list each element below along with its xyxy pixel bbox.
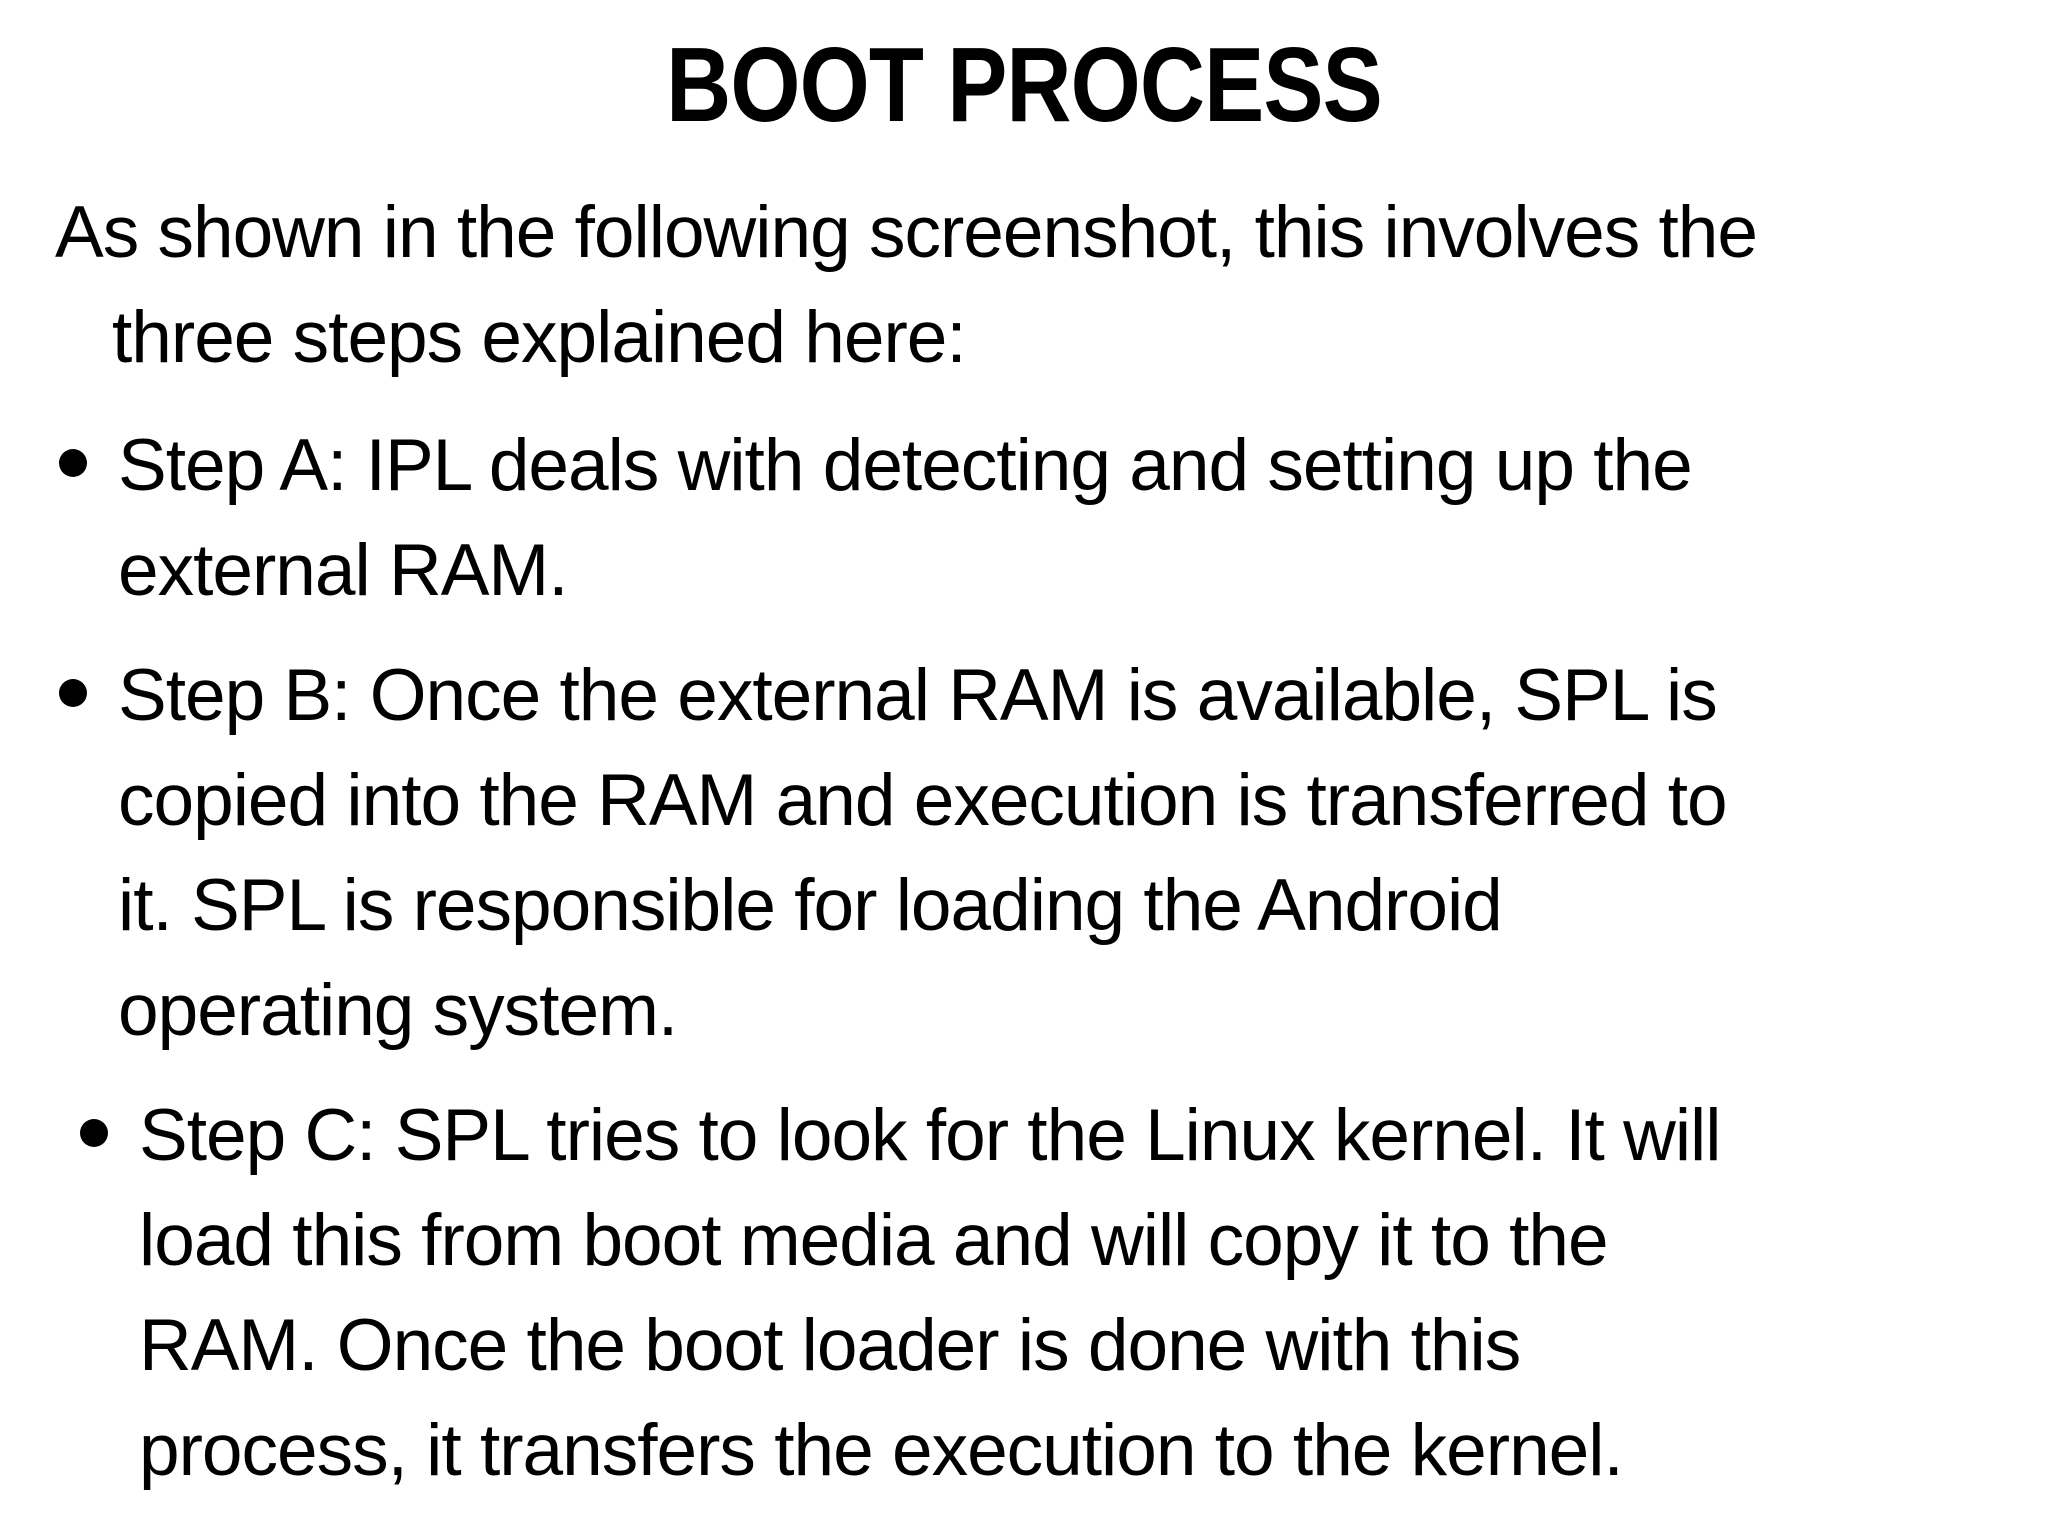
bullet-step-b-text: Step B: Once the external RAM is availab… (118, 655, 1728, 1051)
bullet-step-a-text: Step A: IPL deals with detecting and set… (118, 425, 1693, 611)
bullet-step-c-text: Step C: SPL tries to look for the Linux … (139, 1095, 1721, 1491)
slide-title: BOOT PROCESS (666, 26, 1383, 144)
bullet-step-c: Step C: SPL tries to look for the Linux … (0, 1083, 2048, 1503)
bullet-dot-icon (59, 679, 87, 707)
bullet-dot-icon (80, 1119, 108, 1147)
bullet-step-a: Step A: IPL deals with detecting and set… (0, 413, 2048, 623)
intro-line-2: three steps explained here: (112, 297, 967, 378)
bullet-step-b: Step B: Once the external RAM is availab… (0, 643, 2048, 1063)
intro-line-1: As shown in the following screenshot, th… (55, 192, 1758, 273)
bullet-dot-icon (59, 449, 87, 477)
bullet-list: Step A: IPL deals with detecting and set… (0, 413, 2048, 1503)
intro-paragraph: As shown in the following screenshot, th… (0, 180, 2048, 390)
